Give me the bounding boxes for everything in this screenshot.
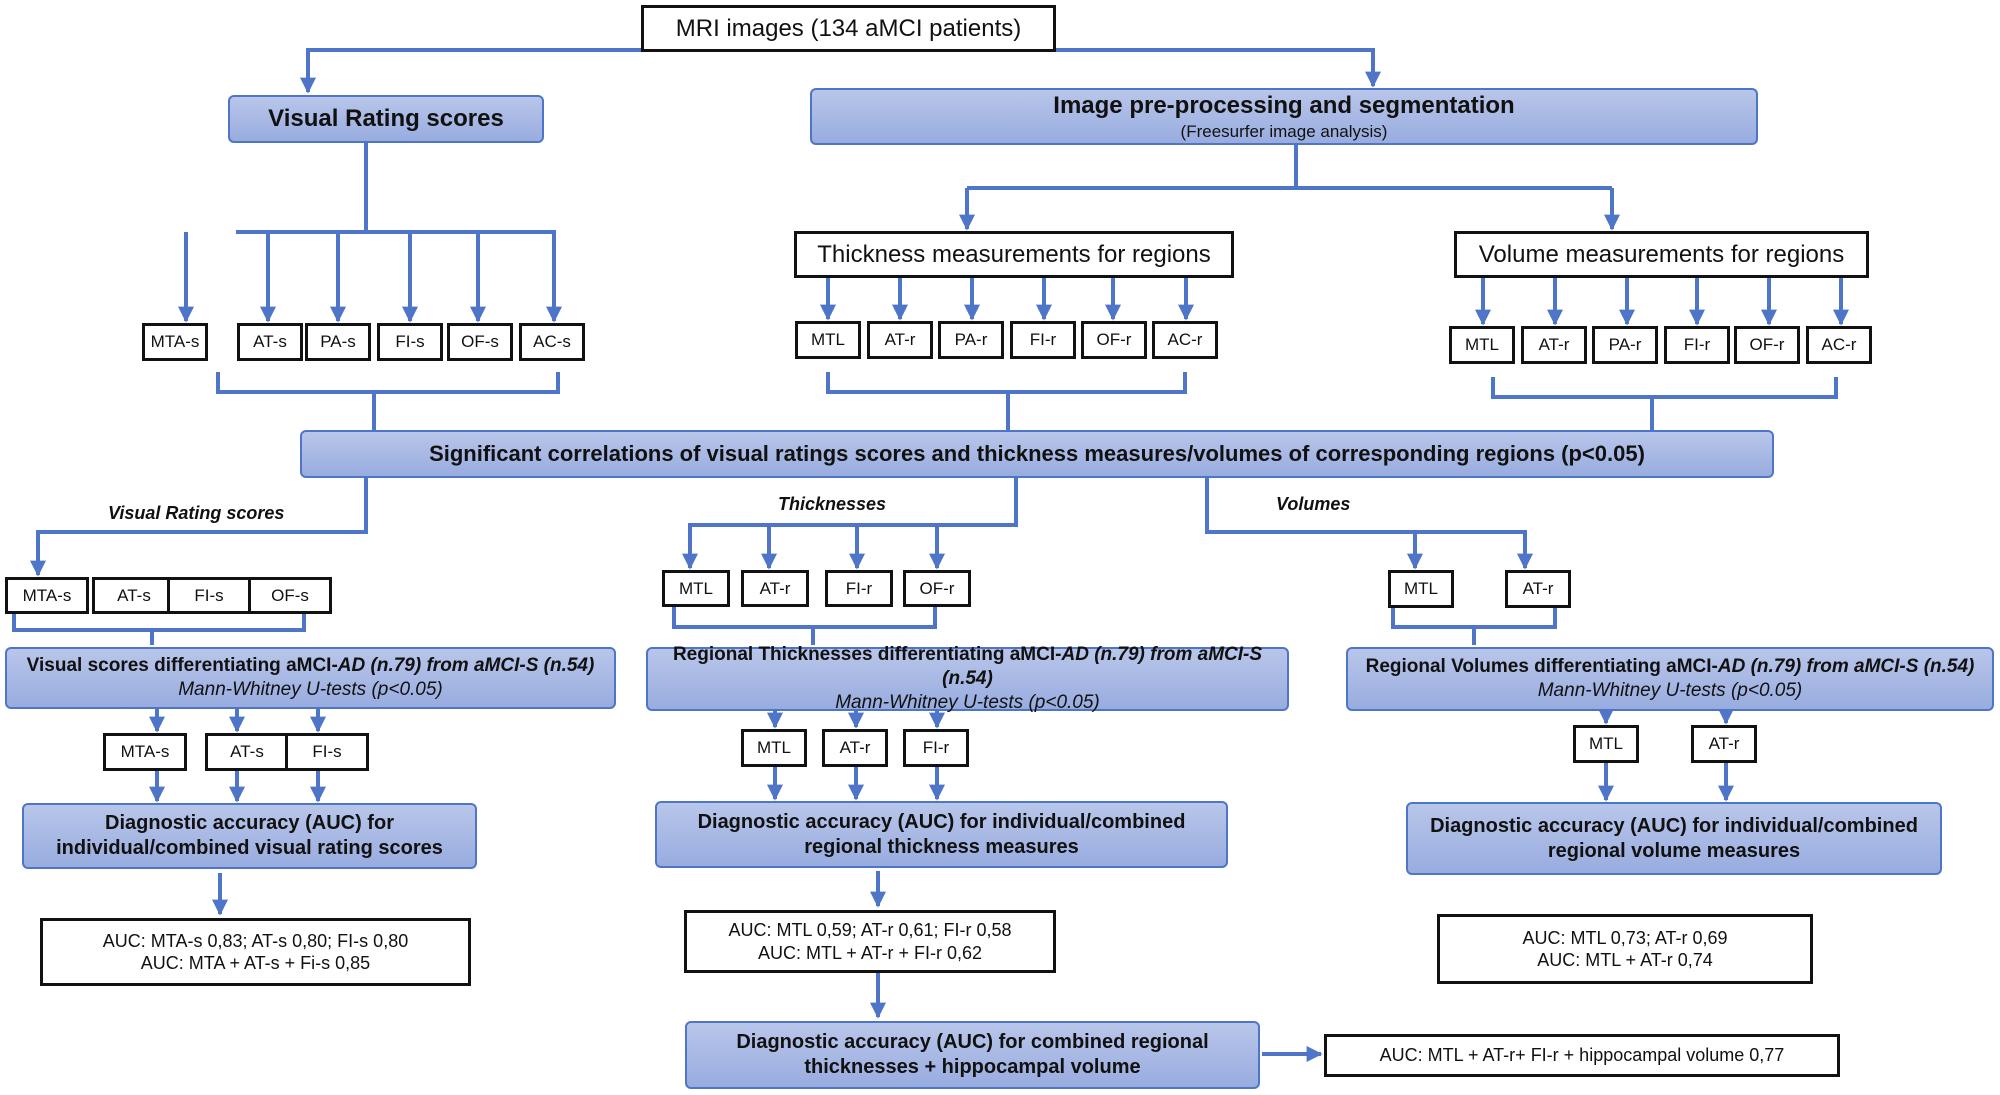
branch-label-thickness: Thicknesses xyxy=(778,494,887,514)
diff-box-thickness: Regional Thicknesses differentiating aMC… xyxy=(646,644,1289,713)
thickness-box-2: AT-r xyxy=(741,570,809,607)
thickness-box-3: FI-r xyxy=(825,570,893,607)
connector-43 xyxy=(672,607,937,629)
thickness-box-3: PA-r xyxy=(938,321,1004,359)
volume-box-1: MTL xyxy=(1573,725,1639,763)
auc-box-thickness: AUC: MTL 0,59; AT-r 0,61; FI-r 0,58 AUC:… xyxy=(684,910,1056,973)
connector-31 xyxy=(1491,377,1838,399)
thickness-box-4: OF-r xyxy=(903,570,971,607)
visual-box-3: PA-s xyxy=(305,323,371,361)
preprocessing-title: Image pre-processing and segmentation xyxy=(1053,91,1515,119)
volume-box-3: PA-r xyxy=(1592,326,1658,364)
diff-box-volume: Regional Volumes differentiating aMCI-AD… xyxy=(1346,647,1994,711)
thickness-box-4: FI-r xyxy=(1010,321,1076,359)
thickness-box-5: OF-r xyxy=(1081,321,1147,359)
arrow-2 xyxy=(1056,48,1381,88)
volume-box-2: AT-r xyxy=(1505,570,1571,608)
volume-box-2: AT-r xyxy=(1691,725,1757,763)
thickness-box-1: MTL xyxy=(741,729,807,767)
visual-box-4: OF-s xyxy=(248,577,332,614)
visual-box-5: OF-s xyxy=(447,323,513,361)
thickness-box-3: FI-r xyxy=(903,729,969,767)
connector-29 xyxy=(826,372,1187,394)
volume-box-1: MTL xyxy=(1449,326,1515,364)
branch-label-visual: Visual Rating scores xyxy=(108,503,285,523)
visual-box-2: AT-s xyxy=(237,323,303,361)
accuracy-box-visual: Diagnostic accuracy (AUC) for individual… xyxy=(22,803,477,869)
preprocessing-subtitle: (Freesurfer image analysis) xyxy=(1180,121,1388,141)
visual-box-2: AT-s xyxy=(205,733,289,771)
visual-box-3: FI-s xyxy=(167,577,251,614)
volume-box-6: AC-r xyxy=(1806,326,1872,364)
visual-box-1: MTA-s xyxy=(103,733,187,771)
visual-box-4: FI-s xyxy=(377,323,443,361)
volume-box-2: AT-r xyxy=(1521,326,1587,364)
connector-27 xyxy=(216,372,560,394)
thickness-box-1: MTL xyxy=(795,321,861,359)
arrow-39 xyxy=(1205,478,1533,570)
volume-measurements-box: Volume measurements for regions xyxy=(1454,231,1869,278)
diff-box-visual: Visual scores differentiating aMCI-AD (n… xyxy=(5,647,616,709)
visual-box-1: MTA-s xyxy=(142,323,208,361)
arrow-33 xyxy=(30,478,368,577)
visual-rating-scores-box: Visual Rating scores xyxy=(228,95,544,143)
thickness-measurements-box: Thickness measurements for regions xyxy=(794,231,1234,278)
preprocessing-box: Image pre-processing and segmentation (F… xyxy=(810,88,1758,145)
mri-images-box: MRI images (134 aMCI patients) xyxy=(641,5,1056,52)
accuracy-box-thickness: Diagnostic accuracy (AUC) for individual… xyxy=(655,801,1228,868)
accuracy-box-volume: Diagnostic accuracy (AUC) for individual… xyxy=(1406,802,1942,875)
volume-box-4: FI-r xyxy=(1664,326,1730,364)
connector-34 xyxy=(688,478,1018,568)
auc-box-visual: AUC: MTA-s 0,83; AT-s 0,80; FI-s 0,80 AU… xyxy=(40,918,471,986)
thickness-box-1: MTL xyxy=(662,570,730,607)
correlation-box: Significant correlations of visual ratin… xyxy=(300,430,1774,478)
thickness-box-2: AT-r xyxy=(867,321,933,359)
visual-box-3: FI-s xyxy=(285,733,369,771)
arrow-1 xyxy=(300,48,641,94)
connector-45 xyxy=(1391,607,1557,629)
combined-accuracy-box: Diagnostic accuracy (AUC) for combined r… xyxy=(685,1021,1260,1089)
final-auc-box: AUC: MTL + AT-r+ FI-r + hippocampal volu… xyxy=(1324,1034,1840,1077)
visual-box-2: AT-s xyxy=(92,577,176,614)
thickness-box-6: AC-r xyxy=(1152,321,1218,359)
volume-box-5: OF-r xyxy=(1734,326,1800,364)
connector-41 xyxy=(12,610,306,632)
visual-box-6: AC-s xyxy=(519,323,585,361)
visual-box-1: MTA-s xyxy=(5,577,89,614)
branch-label-volume: Volumes xyxy=(1276,494,1351,514)
auc-box-volume: AUC: MTL 0,73; AT-r 0,69 AUC: MTL + AT-r… xyxy=(1437,914,1813,984)
thickness-box-2: AT-r xyxy=(822,729,888,767)
volume-box-1: MTL xyxy=(1388,570,1454,608)
